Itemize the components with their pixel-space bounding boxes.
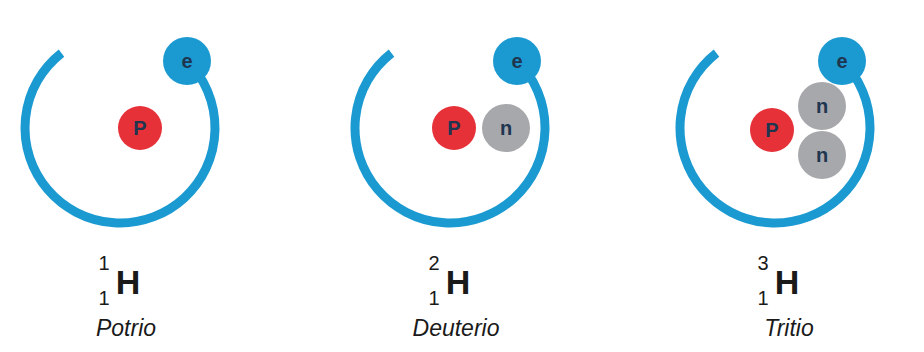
neutron-circle: n: [798, 131, 846, 179]
mass-number: 2: [428, 253, 439, 273]
neutron-circle: n: [798, 82, 846, 130]
element-symbol: H: [116, 265, 141, 299]
particle-letter: e: [181, 51, 192, 71]
particle-letter: P: [765, 120, 778, 140]
atomic-number: 1: [757, 288, 768, 308]
proton-circle: P: [118, 106, 162, 150]
particle-letter: e: [511, 51, 522, 71]
particle-letter: n: [500, 118, 512, 138]
element-symbol: H: [775, 265, 800, 299]
atomic-number: 1: [98, 288, 109, 308]
electron-circle: e: [493, 37, 541, 85]
element-symbol: H: [446, 265, 471, 299]
electron-circle: e: [163, 37, 211, 85]
isotope-name: Deuterio: [413, 317, 500, 340]
electron-circle: e: [818, 37, 866, 85]
isotope-name: Potrio: [96, 317, 156, 340]
neutron-fill: [482, 104, 530, 152]
proton-fill: [750, 108, 794, 152]
mass-number: 3: [757, 253, 768, 273]
particle-letter: P: [447, 118, 460, 138]
proton-fill: [118, 106, 162, 150]
isotope-name: Tritio: [764, 317, 813, 340]
electron-fill: [163, 37, 211, 85]
particle-letter: e: [836, 51, 847, 71]
neutron-fill: [798, 82, 846, 130]
particle-letter: n: [816, 145, 828, 165]
mass-number: 1: [98, 253, 109, 273]
proton-circle: P: [432, 106, 476, 150]
neutron-fill: [798, 131, 846, 179]
neutron-circle: n: [482, 104, 530, 152]
particle-letter: n: [816, 96, 828, 116]
proton-circle: P: [750, 108, 794, 152]
proton-fill: [432, 106, 476, 150]
particle-letter: P: [133, 118, 146, 138]
atomic-number: 1: [428, 288, 439, 308]
electron-fill: [818, 37, 866, 85]
electron-fill: [493, 37, 541, 85]
